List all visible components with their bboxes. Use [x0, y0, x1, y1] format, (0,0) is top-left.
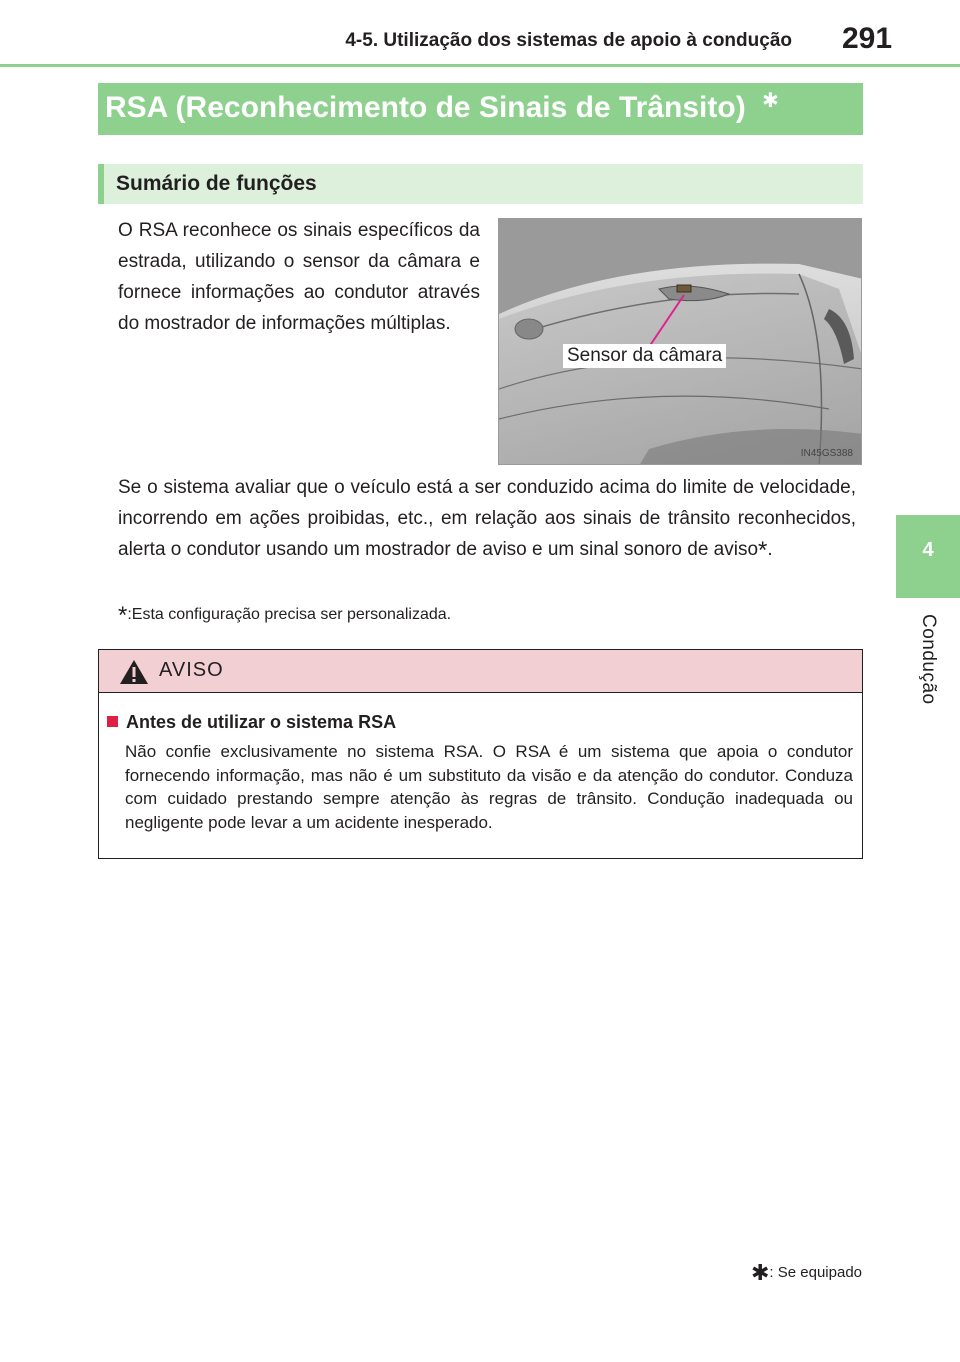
subsection-heading: Sumário de funções	[98, 164, 863, 204]
intro-paragraph: O RSA reconhece os sinais específicos da…	[118, 220, 480, 334]
footnote-text: :Esta configuração precisa ser personali…	[127, 606, 452, 623]
warning-bullet-text: Antes de utilizar o sistema RSA	[126, 712, 397, 732]
warning-text: Não confie exclusivamente no sistema RSA…	[125, 742, 853, 832]
chapter-side-tab: 4	[896, 515, 960, 598]
pointer-line	[648, 294, 685, 348]
camera-sensor-label: Sensor da câmara	[563, 344, 727, 368]
section-title: RSA (Reconhecimento de Sinais de Trânsit…	[105, 91, 746, 124]
page-number: 291	[842, 22, 893, 55]
camera-sensor-figure: Sensor da câmara IN45GS388	[498, 218, 862, 465]
equipped-asterisk: ✱	[750, 1260, 770, 1285]
body-asterisk: *	[758, 537, 768, 564]
customization-footnote: *:Esta configuração precisa ser personal…	[118, 602, 451, 630]
equipped-marker: ✱	[762, 90, 779, 112]
header-rule	[0, 64, 960, 67]
equipped-text: : Se equipado	[769, 1264, 862, 1281]
equipped-footnote: ✱: Se equipado	[740, 1260, 862, 1286]
section-heading: RSA (Reconhecimento de Sinais de Trânsit…	[98, 83, 863, 135]
chapter-title: 4-5. Utilização dos sistemas de apoio à …	[345, 30, 792, 51]
figure-code: IN45GS388	[800, 448, 853, 459]
chapter-side-label: Condução	[918, 614, 939, 705]
warning-header: AVISO	[99, 650, 862, 693]
body-text: Se o sistema avaliar que o veículo está …	[118, 477, 856, 560]
subsection-title: Sumário de funções	[116, 172, 317, 195]
chapter-number: 4	[922, 539, 934, 561]
warning-title: AVISO	[159, 659, 224, 681]
warning-box: AVISO Antes de utilizar o sistema RSA Nã…	[98, 649, 863, 859]
warning-triangle-icon	[120, 660, 148, 684]
body-paragraph: Se o sistema avaliar que o veículo está …	[118, 472, 856, 566]
body-end: .	[767, 539, 773, 560]
car-interior-illustration	[499, 219, 861, 464]
bullet-square-icon	[107, 716, 118, 727]
warning-bullet: Antes de utilizar o sistema RSA	[107, 712, 396, 733]
footnote-asterisk: *	[118, 602, 128, 629]
